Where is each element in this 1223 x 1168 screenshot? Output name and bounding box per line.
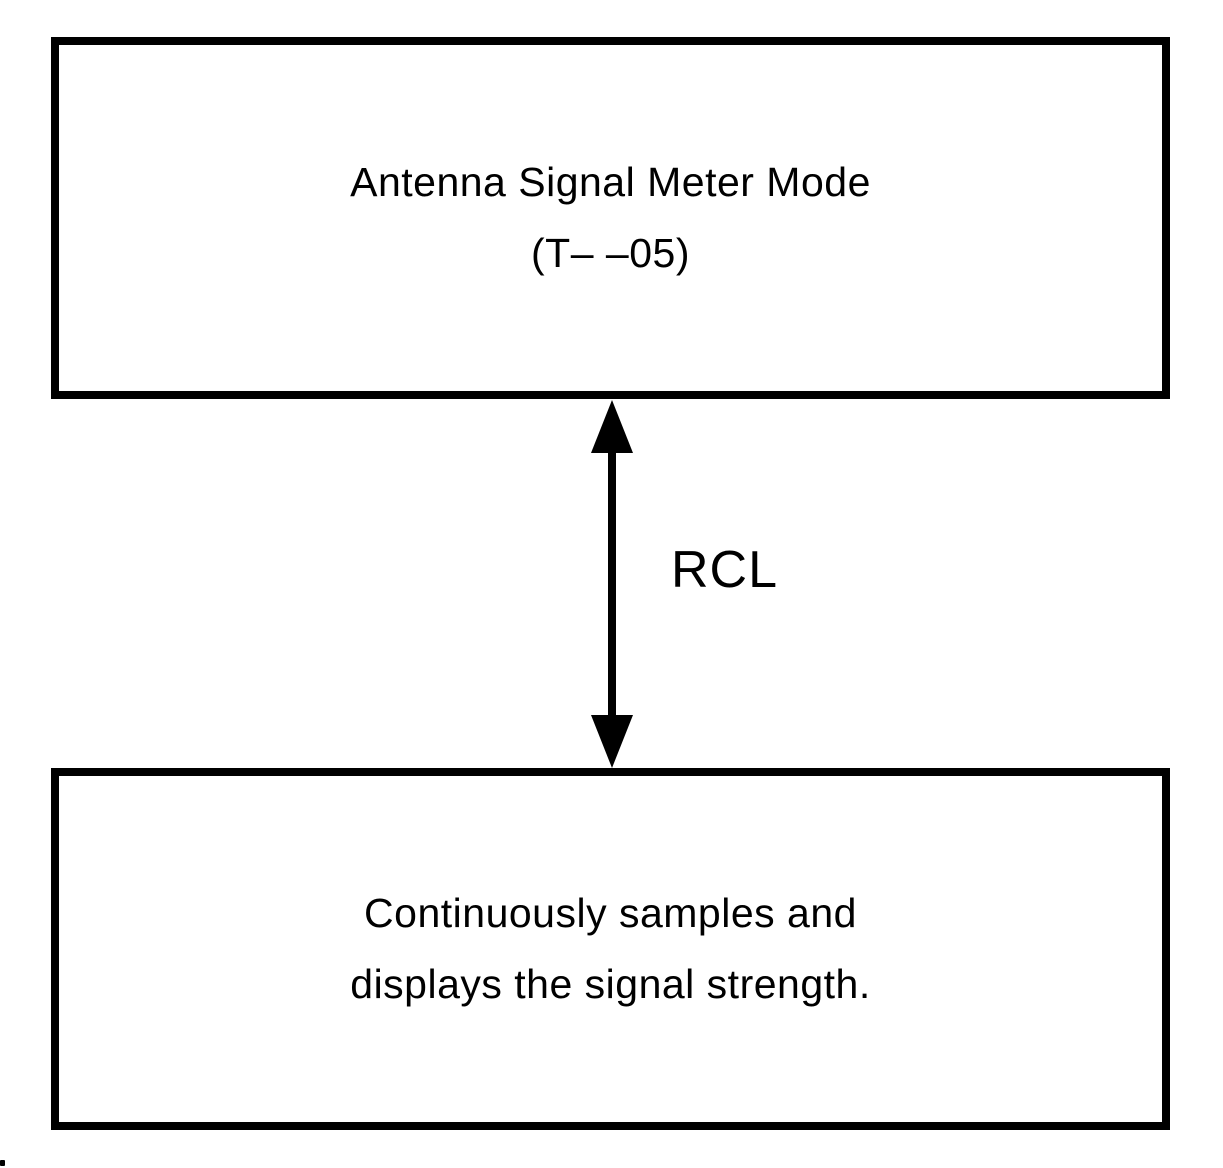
signal-strength-description-box: Continuously samples and displays the si… (51, 768, 1170, 1130)
antenna-signal-meter-mode-box: Antenna Signal Meter Mode (T– –05) (51, 37, 1170, 399)
double-headed-arrow-icon (591, 400, 633, 768)
bottom-box-line2: displays the signal strength. (350, 961, 871, 1007)
connector-label: RCL (671, 541, 779, 599)
stray-mark (0, 1160, 5, 1166)
bottom-box-line1: Continuously samples and (364, 890, 857, 937)
top-box-line1: Antenna Signal Meter Mode (350, 159, 871, 206)
top-box-line2: (T– –05) (531, 230, 690, 276)
